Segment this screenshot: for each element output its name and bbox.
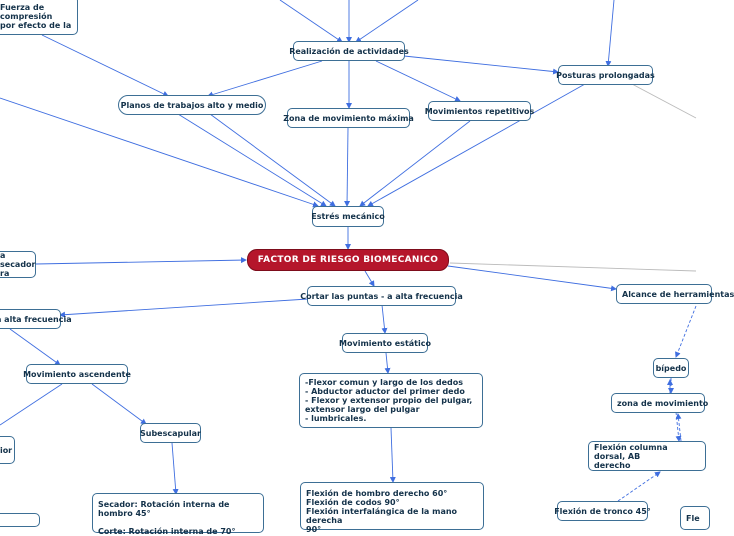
- node-movimiento-ascendente[interactable]: Movimiento ascendente: [23, 364, 131, 384]
- node-secador[interactable]: a secador ra: [0, 251, 36, 278]
- node-planos-trabajo[interactable]: Planos de trabajos alto y medio: [118, 95, 266, 115]
- edge-fuerza-planos: [41, 34, 169, 97]
- edge-top-a-realizacion: [279, 0, 343, 43]
- edge-alta-ascendente: [9, 328, 61, 366]
- edge-ascendente-left: [0, 383, 63, 426]
- node-flexion-hombro[interactable]: Flexión de hombro derecho 60° Flexión de…: [300, 482, 484, 534]
- edge-planos-estres-a: [177, 113, 327, 207]
- node-columna-dorsal[interactable]: Flexión columna dorsal, AB derecho: [588, 441, 706, 471]
- edge-realizacion-planos: [207, 60, 323, 98]
- node-alta-frecuencia[interactable]: a alta frecuencia: [0, 309, 72, 329]
- edge-zona-estres: [344, 127, 351, 207]
- node-estres-mecanico[interactable]: Estrés mecánico: [311, 206, 385, 227]
- edge-cortar-estatico: [381, 304, 388, 334]
- edge-central-gray: [449, 262, 697, 272]
- edge-subescapular-secador: [171, 442, 179, 495]
- node-secador-rotacion[interactable]: Secador: Rotación interna de hombro 45° …: [92, 493, 264, 536]
- node-realizacion-actividades[interactable]: Realización de actividades: [289, 41, 409, 61]
- edge-central-cortar: [364, 270, 375, 287]
- node-flexion-tronco[interactable]: Flexión de tronco 45°: [554, 501, 651, 521]
- edge-cortar-alta: [59, 298, 309, 318]
- edge-tronco-columna: [617, 471, 661, 502]
- node-cortar-puntas[interactable]: Cortar las puntas - a alta frecuencia: [300, 286, 463, 306]
- node-zona-movimiento-maxima[interactable]: Zona de movimiento máxima: [283, 108, 414, 128]
- node-flexores-dedos[interactable]: -Flexor comun y largo de los dedos - Abd…: [299, 373, 483, 428]
- node-fle[interactable]: Fle: [680, 506, 710, 530]
- node-movimientos-repetitivos[interactable]: Movimientos repetitivos: [425, 101, 534, 121]
- edge-posturas-gray: [631, 83, 697, 119]
- edge-estatico-flexores: [384, 352, 391, 374]
- edge-posturas-estres: [367, 83, 586, 207]
- edge-central-alcance: [447, 265, 617, 292]
- node-bottom-left-edge[interactable]: [0, 513, 40, 527]
- edge-realizacion-posturas: [403, 55, 559, 75]
- edge-columna-zona: [675, 413, 682, 442]
- node-movimiento-estatico[interactable]: Movimiento estático: [339, 333, 431, 353]
- edge-repetitivos-estres: [359, 120, 471, 207]
- node-bipedo[interactable]: bípedo: [653, 358, 689, 378]
- edge-ascendente-subescapular: [91, 383, 147, 425]
- node-subescapular[interactable]: Subescapular: [140, 423, 201, 443]
- node-posturas-prolongadas[interactable]: Posturas prolongadas: [556, 65, 655, 85]
- edge-zona-columna: [675, 411, 682, 442]
- edge-top-posturas: [605, 0, 615, 67]
- edge-top-c-realizacion: [355, 0, 419, 43]
- edge-alcance-bipedo: [675, 305, 697, 358]
- node-fuerza-compresion[interactable]: Fuerza de compresión por efecto de la: [0, 0, 78, 35]
- edge-left-estres: [0, 97, 319, 208]
- edge-flexores-hombro: [389, 427, 396, 483]
- edge-realizacion-repetitivos: [375, 60, 461, 102]
- edge-secador-central: [35, 257, 247, 265]
- edge-planos-estres-b: [209, 113, 336, 207]
- mind-map-connectors: [0, 0, 697, 502]
- central-topic[interactable]: FACTOR DE RIESGO BIOMECANICO: [247, 249, 449, 271]
- node-zona-movimiento[interactable]: zona de movimiento: [611, 393, 708, 413]
- node-alcance-herramientas[interactable]: Alcance de herramientas: [616, 284, 734, 304]
